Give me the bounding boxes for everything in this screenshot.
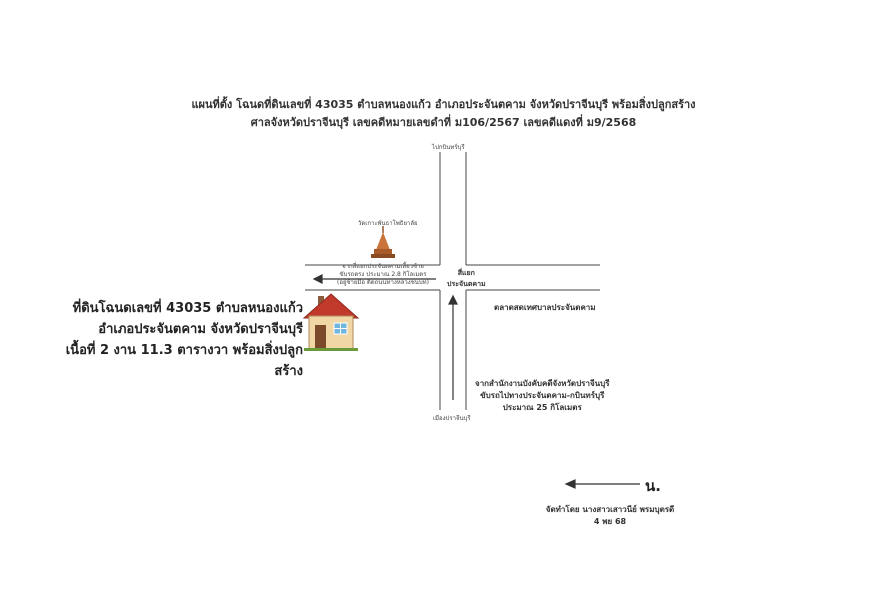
directions-office-line3: ประมาณ 25 กิโลเมตร <box>502 403 582 412</box>
directions-office-line1: จากสำนักงานบังคับคดีจังหวัดปราจีนบุรี <box>475 379 610 388</box>
credits: จัดทำโดย นางสาวเสาวนีย์ พรมบุตรดี 4 พย 6… <box>535 504 685 528</box>
directions-intersection-line2: ขับรถตรง ประมาณ 2.8 กิโลเมตร <box>339 271 427 278</box>
intersection-label-line1: สี่แยก <box>457 269 475 277</box>
parcel-line1: ที่ดินโฉนดเลขที่ 43035 ตำบลหนองแก้ว <box>72 301 303 316</box>
house-icon <box>302 293 360 351</box>
temple-icon <box>371 226 395 258</box>
credits-prepared-by: จัดทำโดย นางสาวเสาวนีย์ พรมบุตรดี <box>545 505 675 514</box>
parcel-line3: เนื้อที่ 2 งาน 11.3 ตารางวา พร้อมสิ่งปลู… <box>65 343 303 379</box>
directions-from-intersection: จากสี่แยกประจันตคามเลี้ยวซ้าย ขับรถตรง ป… <box>330 263 436 287</box>
map-title-line1: แผนที่ตั้ง โฉนดที่ดินเลขที่ 43035 ตำบลหน… <box>191 98 696 111</box>
intersection-label-line2: ประจันตคาม <box>447 280 486 288</box>
directions-office-line2: ขับรถไปทางประจันตคาม-กบินทร์บุรี <box>480 391 605 400</box>
road-label-north: ไปกบินทร์บุรี <box>432 144 465 151</box>
north-arrow-label: น. <box>645 477 661 495</box>
directions-intersection-line3: (อยู่ซ้ายมือ ติดถนนทางหลวงชนบท) <box>337 279 429 286</box>
credits-date: 4 พย 68 <box>593 517 627 526</box>
north-arrow-head <box>564 479 576 489</box>
parcel-description: ที่ดินโฉนดเลขที่ 43035 ตำบลหนองแก้ว อำเภ… <box>55 298 303 382</box>
road-label-south: เมืองปราจีนบุรี <box>433 415 471 422</box>
map-title-line2: ศาลจังหวัดปราจีนบุรี เลขคดีหมายเลขดำที่ … <box>250 116 637 129</box>
parcel-line2: อำเภอประจันตคาม จังหวัดปราจีนบุรี <box>98 322 303 337</box>
market-label: ตลาดสดเทศบาลประจันตคาม <box>494 303 596 312</box>
temple-label: วัดเกาะพันธาโพธิยาลัย <box>358 220 418 227</box>
route-arrow-north-head <box>448 294 458 305</box>
intersection-label: สี่แยก ประจันตคาม <box>447 268 486 290</box>
directions-intersection-line1: จากสี่แยกประจันตคามเลี้ยวซ้าย <box>342 263 424 270</box>
directions-from-office: จากสำนักงานบังคับคดีจังหวัดปราจีนบุรี ขั… <box>475 378 610 414</box>
road-lines <box>305 152 600 410</box>
route-arrow-west-head <box>312 274 323 284</box>
